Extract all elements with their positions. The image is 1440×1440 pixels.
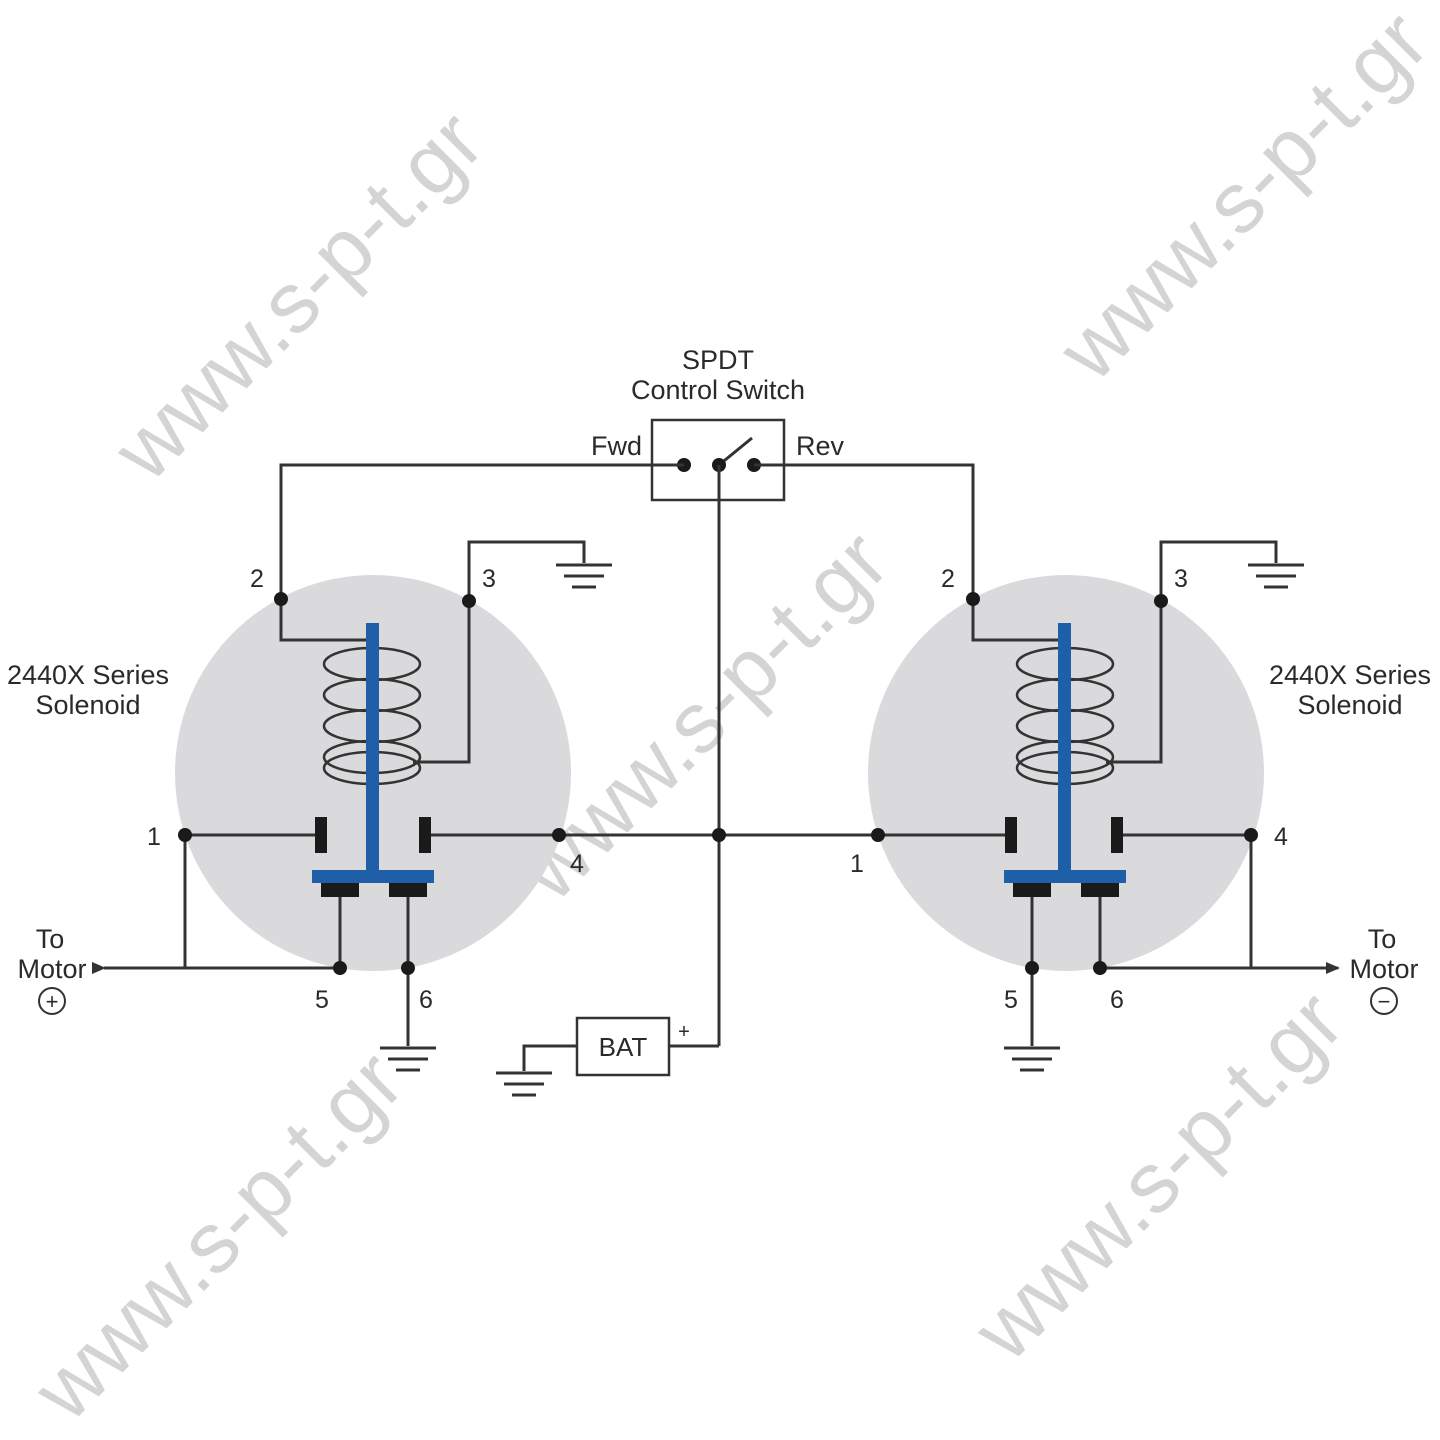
ground-symbol [1004,1046,1060,1072]
left-plunger [312,623,434,883]
right-terminal-1: 1 [850,850,864,878]
right-terminal-4: 4 [1274,823,1288,851]
junctions [178,592,1258,975]
right-terminal-2: 2 [941,565,955,593]
right-plunger [1004,623,1126,883]
battery-plus-label: + [678,1021,690,1043]
left-terminal-5: 5 [315,986,329,1014]
right-contacts [1005,817,1123,897]
switch-fwd-label: Fwd [591,431,642,461]
ground-symbol [496,1071,552,1097]
battery-box [575,1016,671,1077]
switch-title-line2: Control Switch [631,375,805,405]
left-terminal-3: 3 [482,565,496,593]
left-terminal-4: 4 [570,850,584,878]
right-terminal-6: 6 [1110,986,1124,1014]
switch-title-line1: SPDT [682,345,754,375]
right-terminal-3: 3 [1174,565,1188,593]
motor-right-line2: Motor [1349,954,1418,984]
motor-left-polarity: + [46,989,59,1014]
watermark-text: www.s-p-t.gr [95,93,501,499]
left-terminal-6: 6 [419,986,433,1014]
ground-symbol [1248,563,1304,589]
motor-right-polarity-ring [1370,987,1398,1015]
right-terminal-5: 5 [1004,986,1018,1014]
battery-label: BAT [599,1032,648,1062]
left-contacts [315,817,431,897]
motor-right-line1: To [1368,924,1397,954]
left-terminal-1: 1 [147,823,161,851]
ground-symbol [380,1046,436,1072]
ground-symbol [556,563,612,589]
motor-left-polarity-ring [38,987,66,1015]
switch-rev-label: Rev [796,431,845,461]
left-solenoid-title-line2: Solenoid [35,690,140,720]
switch-blade [718,436,753,467]
left-terminal-2: 2 [250,565,264,593]
motor-left-line2: Motor [17,954,86,984]
right-solenoid-title-line1: 2440X Series [1269,660,1431,690]
motor-left-line1: To [36,924,65,954]
motor-right-polarity: − [1378,989,1391,1014]
watermark-text: www.s-p-t.gr [15,1033,421,1439]
left-solenoid-title-line1: 2440X Series [7,660,169,690]
watermark-text: www.s-p-t.gr [1040,0,1440,399]
wires [92,463,1340,1071]
watermark-text: www.s-p-t.gr [955,973,1361,1379]
right-solenoid-title-line2: Solenoid [1297,690,1402,720]
